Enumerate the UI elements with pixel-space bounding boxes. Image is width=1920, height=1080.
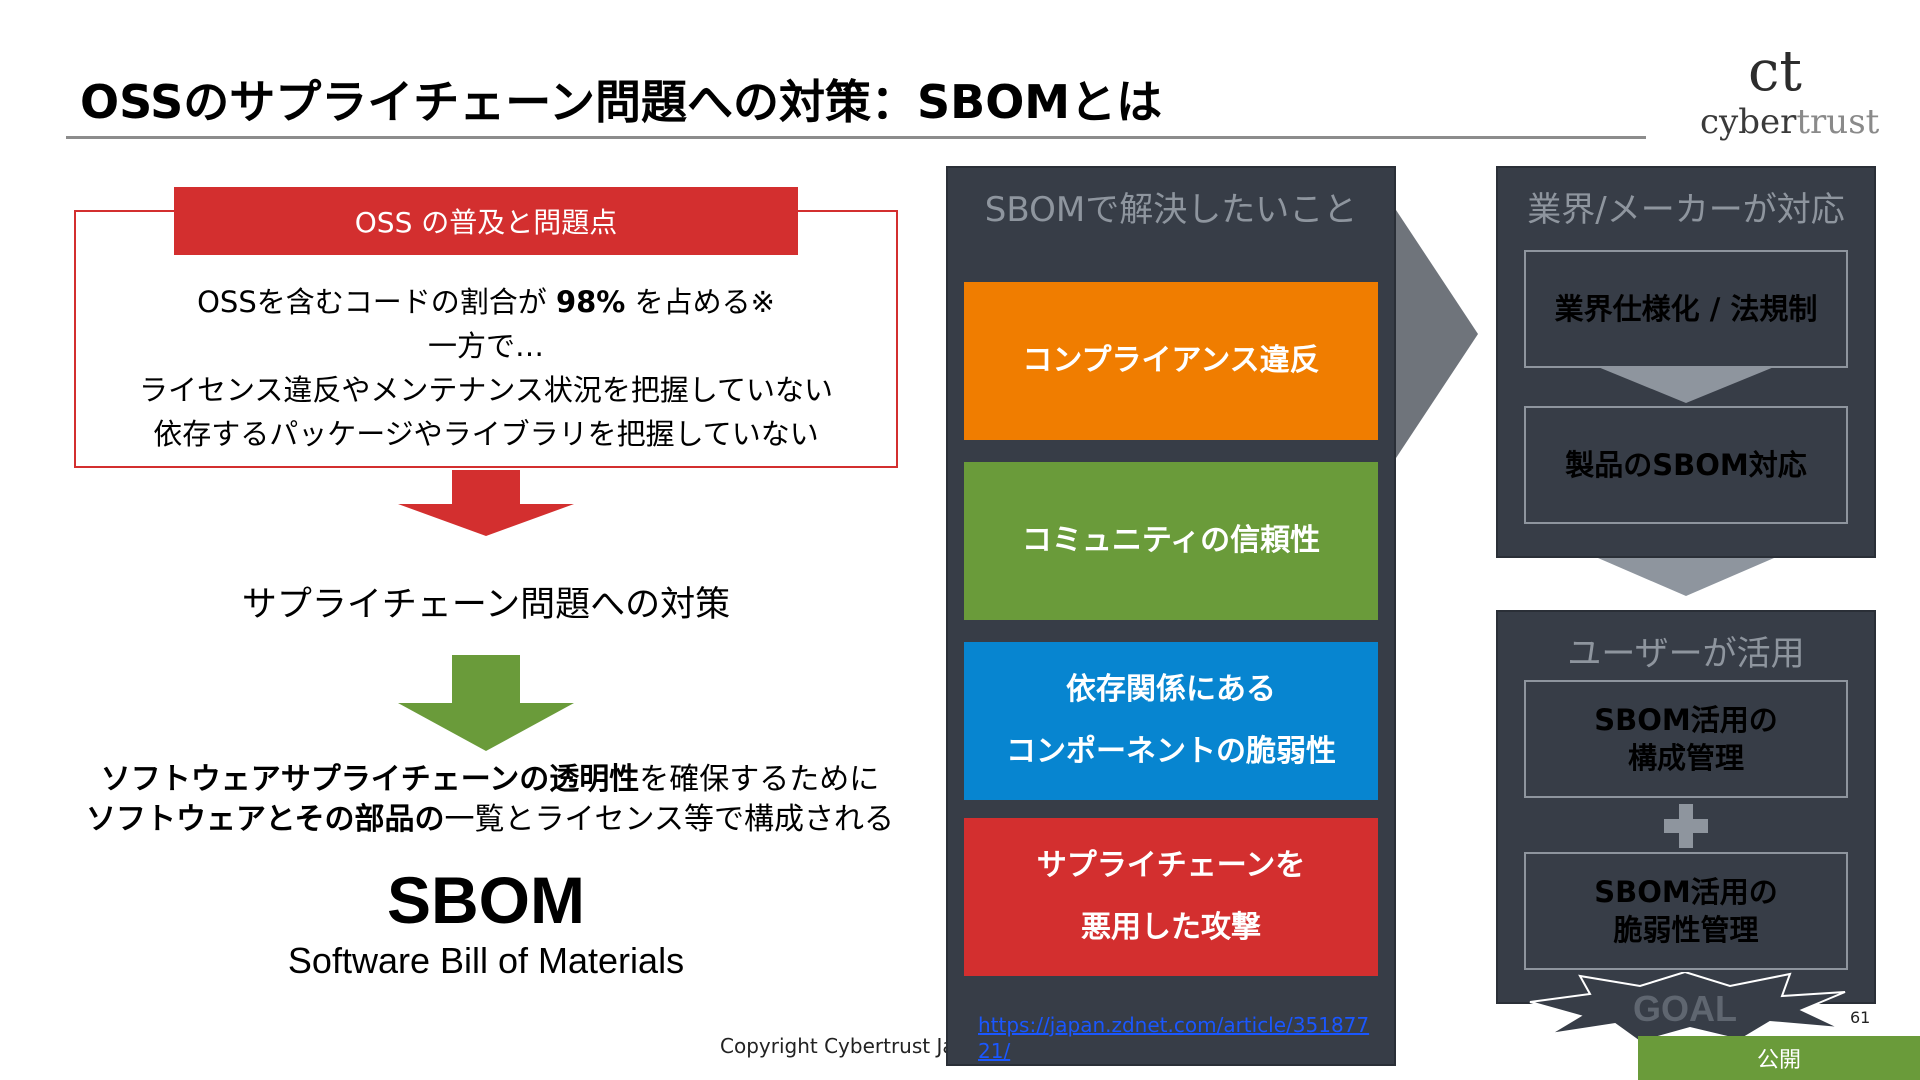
page-number: 61 bbox=[1850, 1008, 1871, 1027]
definition-line-2: ソフトウェアとその部品の一覧とライセンス等で構成される bbox=[86, 802, 894, 837]
logo-mark: ct bbox=[1748, 39, 1802, 104]
issue-supply-chain-attack: サプライチェーンを 悪用した攻撃 bbox=[964, 818, 1378, 976]
cybertrust-logo: ct cybertrust bbox=[1690, 42, 1890, 152]
definition-line-1: ソフトウェアサプライチェーンの透明性を確保するために bbox=[100, 762, 880, 797]
green-down-arrow-icon bbox=[398, 655, 574, 751]
user-usage-title: ユーザーが活用 bbox=[1567, 634, 1805, 674]
industry-response-panel bbox=[1496, 166, 1876, 558]
configuration-management-box: SBOM活用の 構成管理 bbox=[1524, 680, 1848, 798]
public-badge: 公開 bbox=[1638, 1036, 1920, 1080]
logo-wordmark: cybertrust bbox=[1700, 102, 1879, 142]
title-divider bbox=[66, 136, 1646, 139]
down-triangle-icon bbox=[1598, 367, 1774, 403]
sbom-acronym: SBOM bbox=[387, 863, 585, 937]
industry-response-title: 業界/メーカーが対応 bbox=[1527, 190, 1845, 230]
chevron-right-icon bbox=[1396, 210, 1478, 458]
logo-word-light: trust bbox=[1796, 102, 1880, 142]
red-down-arrow-icon bbox=[398, 470, 574, 536]
sbom-goals-title: SBOMで解決したいこと bbox=[984, 190, 1358, 230]
logo-word-dark: cyber bbox=[1700, 102, 1797, 142]
issue-community-trust: コミュニティの信頼性 bbox=[964, 462, 1378, 620]
oss-line-2: 一方で… bbox=[427, 329, 544, 363]
oss-percentage: 98% bbox=[555, 285, 626, 319]
goal-burst-icon bbox=[1529, 972, 1846, 1042]
oss-line-4: 依存するパッケージやライブラリを把握していない bbox=[153, 417, 819, 451]
reference-link[interactable]: https://japan.zdnet.com/article/35187721… bbox=[978, 1013, 1370, 1063]
industry-spec-regulation-box: 業界仕様化 / 法規制 bbox=[1524, 250, 1848, 368]
goal-label: GOAL bbox=[1633, 988, 1737, 1029]
vulnerability-management-box: SBOM活用の 脆弱性管理 bbox=[1524, 852, 1848, 970]
oss-line-3: ライセンス違反やメンテナンス状況を把握していない bbox=[139, 373, 833, 407]
plus-icon bbox=[1664, 804, 1708, 848]
sbom-definition-text: ソフトウェアサプライチェーンの透明性を確保するために ソフトウェアとその部品の一… bbox=[40, 760, 940, 840]
issue-dependency-vulnerability: 依存関係にある コンポーネントの脆弱性 bbox=[964, 642, 1378, 800]
oss-line-1: OSSを含むコードの割合が 98% を占める※ bbox=[197, 285, 775, 319]
page-title: OSSのサプライチェーン問題への対策：SBOMとは bbox=[80, 75, 1163, 129]
product-sbom-box: 製品のSBOM対応 bbox=[1524, 406, 1848, 524]
issue-compliance: コンプライアンス違反 bbox=[964, 282, 1378, 440]
oss-problem-text: OSSを含むコードの割合が 98% を占める※ 一方で… ライセンス違反やメンテ… bbox=[74, 280, 898, 456]
copyright-text: Copyright Cybertrust Ja bbox=[720, 1034, 955, 1058]
oss-problem-header: OSS の普及と問題点 bbox=[174, 187, 798, 255]
down-triangle-icon bbox=[1598, 558, 1774, 596]
sbom-expansion: Software Bill of Materials bbox=[287, 940, 685, 981]
supply-chain-measure-text: サプライチェーン問題への対策 bbox=[241, 585, 731, 625]
